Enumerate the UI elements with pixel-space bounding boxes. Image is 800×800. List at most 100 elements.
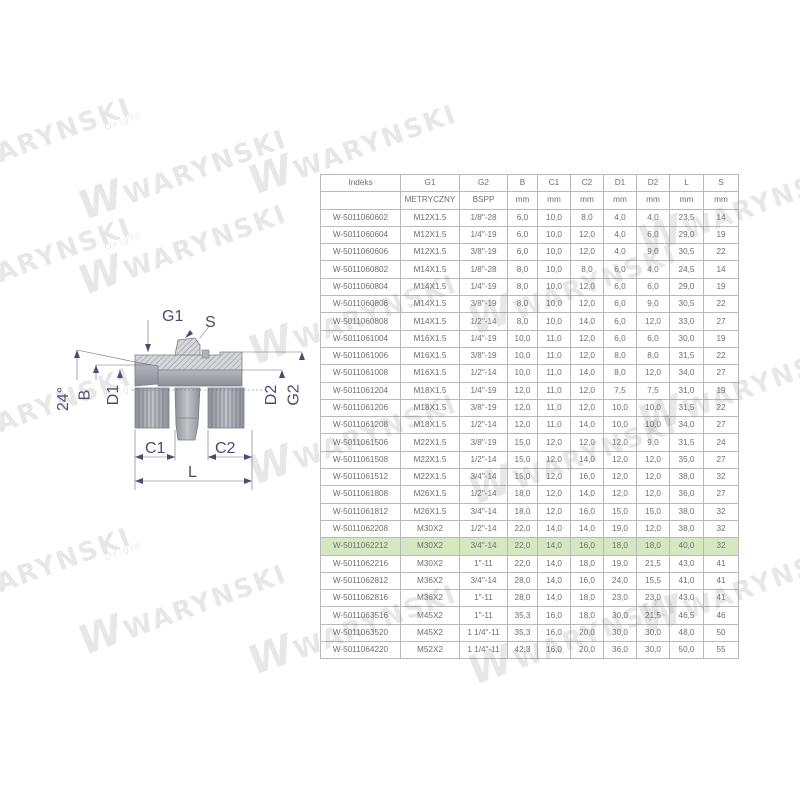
- fitting-technical-drawing: G1 S 24° B D1 D2 G2 C1 C2 L: [50, 300, 310, 500]
- table-cell: M45X2: [400, 623, 460, 643]
- table-cell: 10,0: [537, 260, 571, 279]
- table-cell: W-5011061006: [320, 346, 401, 366]
- table-cell: 1"-11: [459, 589, 508, 608]
- watermark: WWARYNSKI: [72, 199, 292, 305]
- table-cell: 35,3: [507, 623, 538, 643]
- table-cell: 12,0: [603, 433, 637, 452]
- table-cell: 41,0: [669, 571, 704, 591]
- table-cell: 7,5: [636, 381, 670, 400]
- table-cell: W-5011061512: [320, 468, 401, 487]
- subheader-cell: mm: [603, 191, 637, 210]
- table-cell: 6,0: [636, 225, 670, 245]
- table-header-row: Indeks G1 G2 B C1 C2 D1 D2 L S: [320, 173, 739, 193]
- angle-label: 24°: [55, 386, 73, 412]
- table-cell: W-5011064220: [320, 641, 401, 660]
- table-cell: 19: [703, 277, 739, 297]
- table-cell: 14,0: [537, 537, 571, 556]
- subheader-cell: [320, 191, 401, 210]
- table-cell: W-5011062208: [320, 519, 401, 539]
- table-cell: 46,5: [669, 606, 704, 625]
- table-cell: 50,0: [669, 641, 704, 660]
- w-logo-icon: W: [72, 608, 124, 665]
- table-cell: M14X1.5: [400, 277, 460, 297]
- table-cell: 34,0: [669, 364, 704, 383]
- table-cell: 23,0: [636, 589, 670, 608]
- table-cell: 38,0: [669, 502, 704, 521]
- table-cell: 16,0: [570, 502, 604, 521]
- table-cell: W-5011061204: [320, 381, 401, 400]
- header-cell: S: [703, 173, 739, 193]
- table-cell: 42,3: [507, 641, 538, 660]
- header-cell: Indeks: [320, 173, 401, 193]
- table-cell: 11,0: [537, 398, 571, 418]
- table-cell: M18X1.5: [400, 381, 460, 400]
- table-cell: 12,0: [507, 381, 538, 400]
- subheader-cell: mm: [570, 191, 604, 210]
- table-cell: 6,0: [636, 277, 670, 297]
- table-cell: 3/4"-14: [459, 571, 508, 591]
- table-cell: 10,0: [537, 312, 571, 331]
- table-cell: 3/8"-19: [459, 398, 508, 418]
- table-cell: M16X1.5: [400, 364, 460, 383]
- table-cell: 14,0: [570, 485, 604, 504]
- table-cell: 34,0: [669, 416, 704, 435]
- table-cell: 14,0: [570, 364, 604, 383]
- table-cell: 19,0: [603, 554, 637, 573]
- table-cell: 43,0: [669, 554, 704, 573]
- specification-table: Indeks G1 G2 B C1 C2 D1 D2 L S METRYCZNY…: [320, 173, 739, 660]
- table-cell: 32: [703, 502, 739, 521]
- table-cell: W-5011060808: [320, 312, 401, 331]
- table-cell: W-5011062812: [320, 571, 401, 591]
- table-cell: 4,0: [603, 208, 637, 227]
- table-cell: 4,0: [636, 260, 670, 279]
- d1-label: D1: [105, 384, 123, 406]
- table-cell: 18,0: [507, 485, 538, 504]
- table-cell: M14X1.5: [400, 312, 460, 331]
- table-cell: 30,5: [669, 295, 704, 314]
- table-cell: 19: [703, 329, 739, 348]
- table-cell: 22: [703, 346, 739, 366]
- table-cell: 35,0: [669, 450, 704, 470]
- table-cell: 19: [703, 225, 739, 245]
- table-cell: 32: [703, 537, 739, 556]
- table-cell: M16X1.5: [400, 329, 460, 348]
- table-cell: 15,0: [507, 450, 538, 470]
- table-cell: 12,0: [570, 329, 604, 348]
- table-cell: 14: [703, 208, 739, 227]
- table-cell: 21,5: [636, 606, 670, 625]
- table-cell: 12,0: [537, 450, 571, 470]
- table-cell: 20,0: [570, 641, 604, 660]
- table-cell: 10,0: [603, 398, 637, 418]
- table-cell: 30,0: [603, 606, 637, 625]
- table-cell: 8,0: [636, 346, 670, 366]
- table-cell: 18,0: [636, 537, 670, 556]
- table-cell: 18,0: [603, 537, 637, 556]
- table-cell: 27: [703, 364, 739, 383]
- table-cell: 1/2"-14: [459, 364, 508, 383]
- table-cell: 18,0: [570, 554, 604, 573]
- table-cell: 22: [703, 243, 739, 262]
- table-cell: 9,0: [636, 295, 670, 314]
- table-cell: W-5011061008: [320, 364, 401, 383]
- table-cell: 29,0: [669, 277, 704, 297]
- table-cell: 8,0: [603, 346, 637, 366]
- table-cell: 18,0: [507, 502, 538, 521]
- g1-label: G1: [162, 308, 184, 325]
- table-cell: 15,0: [603, 502, 637, 521]
- table-cell: M16X1.5: [400, 346, 460, 366]
- table-cell: 15,5: [636, 571, 670, 591]
- table-cell: 40,0: [669, 537, 704, 556]
- s-label: S: [205, 314, 216, 331]
- table-cell: 6,0: [603, 329, 637, 348]
- w-logo-icon: W: [72, 173, 124, 230]
- table-cell: 12,0: [570, 225, 604, 245]
- w-logo-icon: W: [72, 248, 124, 305]
- table-cell: 12,0: [603, 485, 637, 504]
- table-cell: 12,0: [603, 468, 637, 487]
- header-cell: C1: [537, 173, 571, 193]
- table-cell: 1/2"-14: [459, 519, 508, 539]
- table-cell: 10,0: [603, 416, 637, 435]
